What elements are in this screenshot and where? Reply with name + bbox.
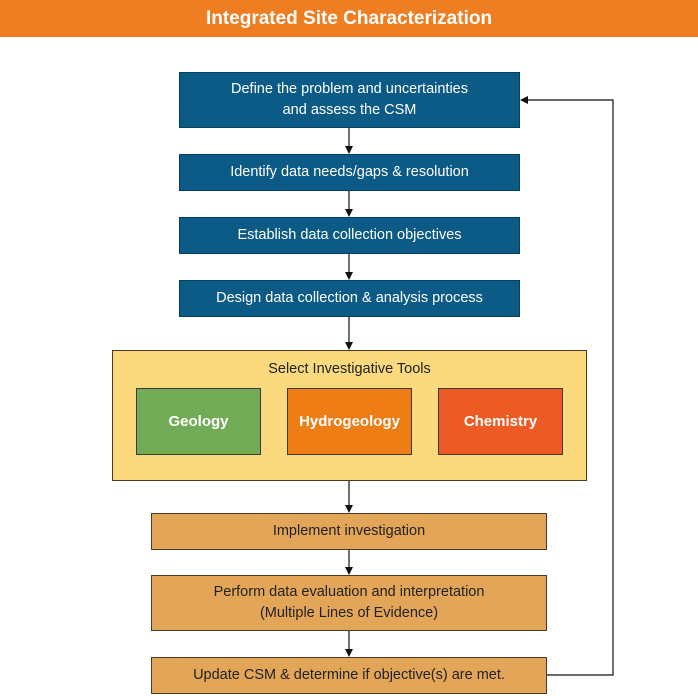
feedback-loop-arrow bbox=[520, 96, 614, 676]
tool-geology: Geology bbox=[136, 388, 261, 455]
step-evaluate-interpret: Perform data evaluation and interpretati… bbox=[151, 575, 547, 631]
diagram-title: Integrated Site Characterization bbox=[0, 0, 698, 37]
step-identify-data-needs: Identify data needs/gaps & resolution bbox=[179, 154, 520, 191]
tool-hydrogeology: Hydrogeology bbox=[287, 388, 412, 455]
step-establish-objectives: Establish data collection objectives bbox=[179, 217, 520, 254]
step-update-csm: Update CSM & determine if objective(s) a… bbox=[151, 657, 547, 694]
step-define-problem: Define the problem and uncertainties and… bbox=[179, 72, 520, 128]
step-design-process: Design data collection & analysis proces… bbox=[179, 280, 520, 317]
select-tools-panel: Select Investigative Tools Geology Hydro… bbox=[112, 350, 587, 481]
step-implement-investigation: Implement investigation bbox=[151, 513, 547, 550]
select-tools-title: Select Investigative Tools bbox=[268, 361, 431, 377]
tool-chemistry: Chemistry bbox=[438, 388, 563, 455]
